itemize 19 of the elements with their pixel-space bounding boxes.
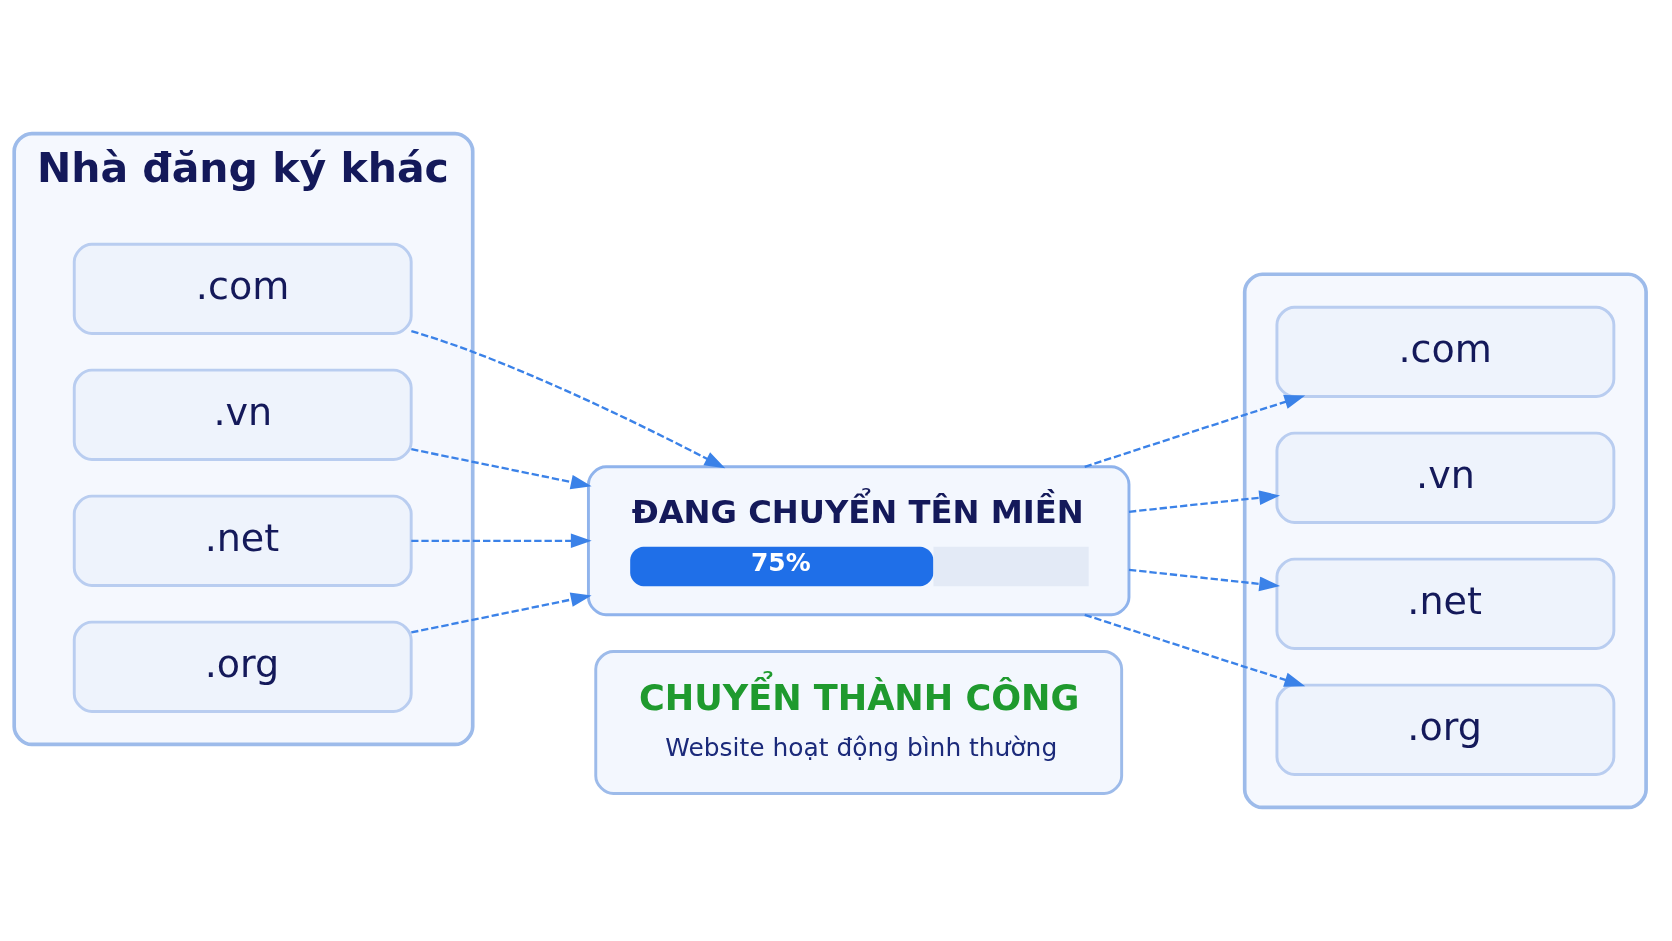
node-box: .org <box>72 620 413 713</box>
node-box: .com <box>1275 305 1616 398</box>
node-box: ĐANG CHUYỂN TÊN MIỀN 75% <box>586 465 1131 617</box>
node-box: CHUYỂN THÀNH CÔNG Website hoạt động bình thường <box>594 649 1124 795</box>
arrow <box>411 533 592 549</box>
node-box: .com <box>72 242 413 335</box>
arrow <box>1084 394 1306 468</box>
node-box: .vn <box>1275 431 1616 524</box>
arrow <box>1084 613 1306 687</box>
arrow <box>1128 568 1281 592</box>
node-box: .vn <box>72 368 413 461</box>
arrow <box>411 329 726 469</box>
node-box: .org <box>1275 683 1616 776</box>
node-box: .net <box>1275 557 1616 650</box>
arrow <box>411 592 592 634</box>
arrow <box>1128 490 1281 513</box>
node-box: .net <box>72 494 413 587</box>
arrow <box>411 448 592 490</box>
cluster <box>1242 272 1648 810</box>
